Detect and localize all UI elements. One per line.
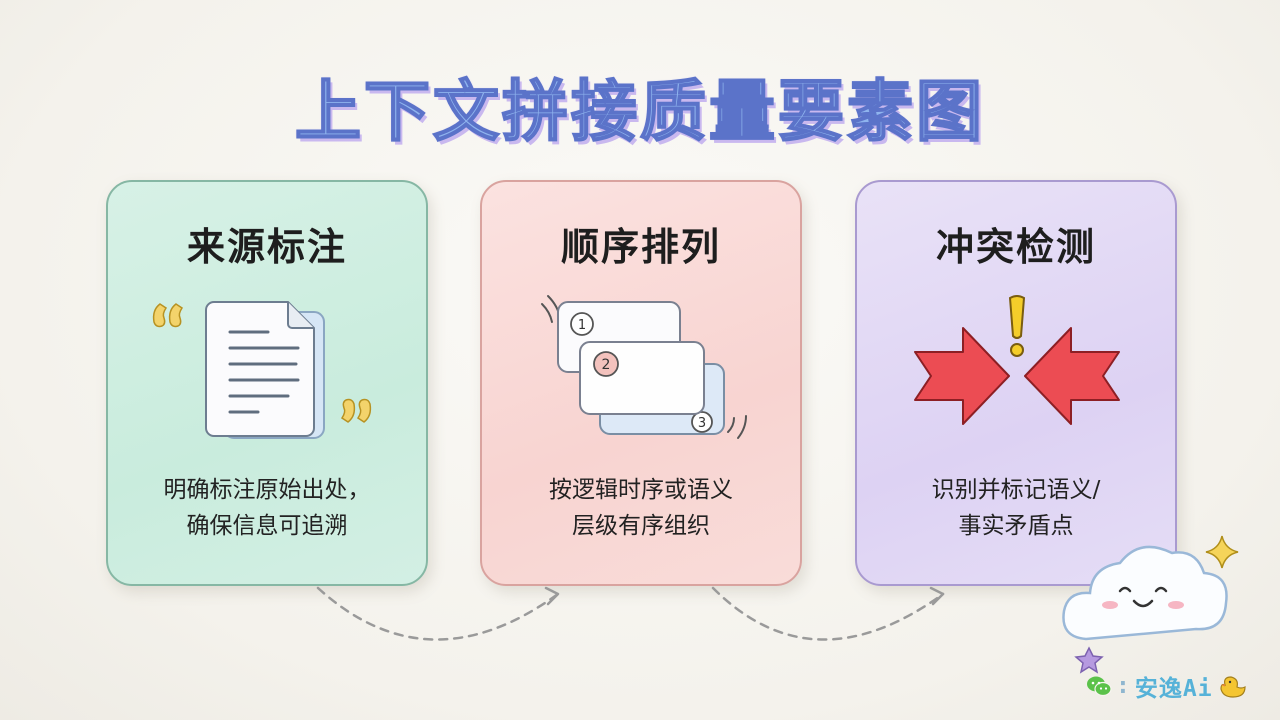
desc-line: 层级有序组织 [572,513,710,539]
card-title: 来源标注 [186,225,347,269]
card-title: 冲突检测 [935,225,1096,269]
desc-line: 识别并标记语义/ [931,477,1101,503]
card-description: 按逻辑时序或语义 层级有序组织 [482,472,800,544]
card-description: 识别并标记语义/ 事实矛盾点 [857,472,1175,544]
desc-line: 确保信息可追溯 [186,513,348,539]
card-ordering: 顺序排列 3 1 2 按逻辑时序或语义 层级有序组织 [480,180,802,586]
document-quote-icon [152,301,372,439]
badge-1: 1 [578,318,586,333]
arrow-left-icon [1024,327,1120,425]
wechat-icon [1087,676,1112,697]
page-title: 上下文拼接质量要素图 [294,72,985,151]
watermark-brand: 安逸Ai [1134,676,1213,702]
card-description: 明确标注原始出处， 确保信息可追溯 [108,472,426,544]
duck-icon [1219,676,1246,698]
badge-2: 2 [602,357,611,373]
star-icon [1074,646,1104,674]
connector-arrow-2 [711,586,945,641]
close-quote-icon [340,398,372,423]
ordered-cards-icon: 3 1 2 [541,295,747,439]
badge-3: 3 [698,416,706,431]
watermark-separator: : [1116,673,1131,699]
desc-line: 明确标注原始出处， [163,477,371,503]
sparkle-icon [1205,535,1239,569]
exclamation-icon [1008,295,1026,357]
desc-line: 按逻辑时序或语义 [549,477,733,503]
card-source-annotation: 来源标注 [106,180,428,586]
card-conflict-detection: 冲突检测 识别并标记语义/ 事实矛盾点 [855,180,1177,586]
arrow-right-icon [914,327,1010,425]
open-quote-icon [152,303,184,328]
connector-arrow-1 [316,586,560,641]
cloud-mascot-icon [1062,545,1228,641]
card-title: 顺序排列 [560,225,721,269]
watermark: : 安逸Ai [1086,670,1247,702]
desc-line: 事实矛盾点 [958,513,1074,539]
conflict-arrows-icon [914,295,1120,425]
